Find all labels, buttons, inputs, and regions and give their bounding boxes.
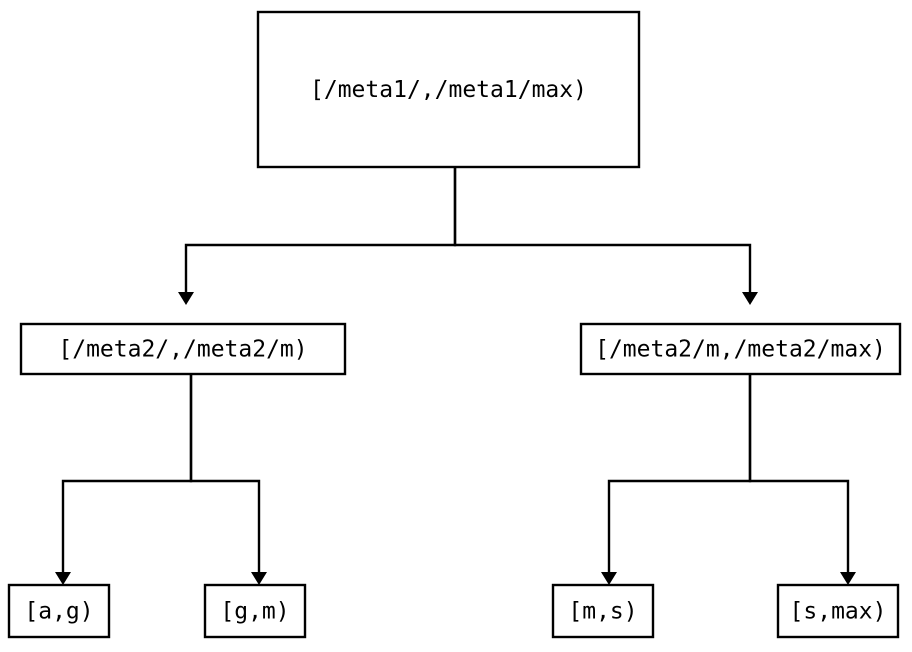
- tree-node: [/meta2/,/meta2/m): [19, 322, 347, 376]
- node-label: [g,m): [220, 599, 289, 625]
- edges-layer: [55, 167, 856, 585]
- edge-line: [61, 374, 193, 572]
- node-box: [256, 10, 641, 169]
- tree-node: [m,s): [551, 583, 655, 639]
- tree-node: [s,max): [776, 583, 900, 639]
- tree-node: [g,m): [203, 583, 307, 639]
- arrowhead-icon: [178, 292, 194, 305]
- edge-line: [607, 374, 752, 572]
- node-box: [776, 583, 900, 639]
- arrowhead-icon: [742, 292, 758, 305]
- arrowhead-icon: [55, 572, 71, 585]
- tree-node: [/meta1/,/meta1/max): [256, 10, 641, 169]
- node-label: [/meta2/,/meta2/m): [58, 337, 307, 363]
- node-label: [s,max): [790, 599, 887, 625]
- tree-node: [/meta2/m,/meta2/max): [579, 322, 902, 376]
- tree-edge: [189, 374, 267, 585]
- node-box: [203, 583, 307, 639]
- arrowhead-icon: [601, 572, 617, 585]
- edge-line: [189, 374, 261, 572]
- tree-edge: [748, 374, 856, 585]
- edge-line: [748, 374, 850, 572]
- arrowhead-icon: [840, 572, 856, 585]
- node-box: [579, 322, 902, 376]
- arrowhead-icon: [251, 572, 267, 585]
- tree-edge: [178, 167, 457, 305]
- tree-node: [a,g): [7, 583, 111, 639]
- node-label: [/meta2/m,/meta2/max): [595, 337, 886, 363]
- node-box: [19, 322, 347, 376]
- edge-line: [184, 167, 457, 292]
- edge-line: [453, 167, 752, 292]
- tree-edge: [453, 167, 758, 305]
- node-label: [a,g): [24, 599, 93, 625]
- nodes-layer: [/meta1/,/meta1/max) [/meta2/,/meta2/m) [/…: [7, 10, 902, 639]
- node-label: [/meta1/,/meta1/max): [310, 77, 587, 103]
- tree-edge: [601, 374, 752, 585]
- node-box: [551, 583, 655, 639]
- tree-edge: [55, 374, 193, 585]
- node-label: [m,s): [568, 599, 637, 625]
- node-box: [7, 583, 111, 639]
